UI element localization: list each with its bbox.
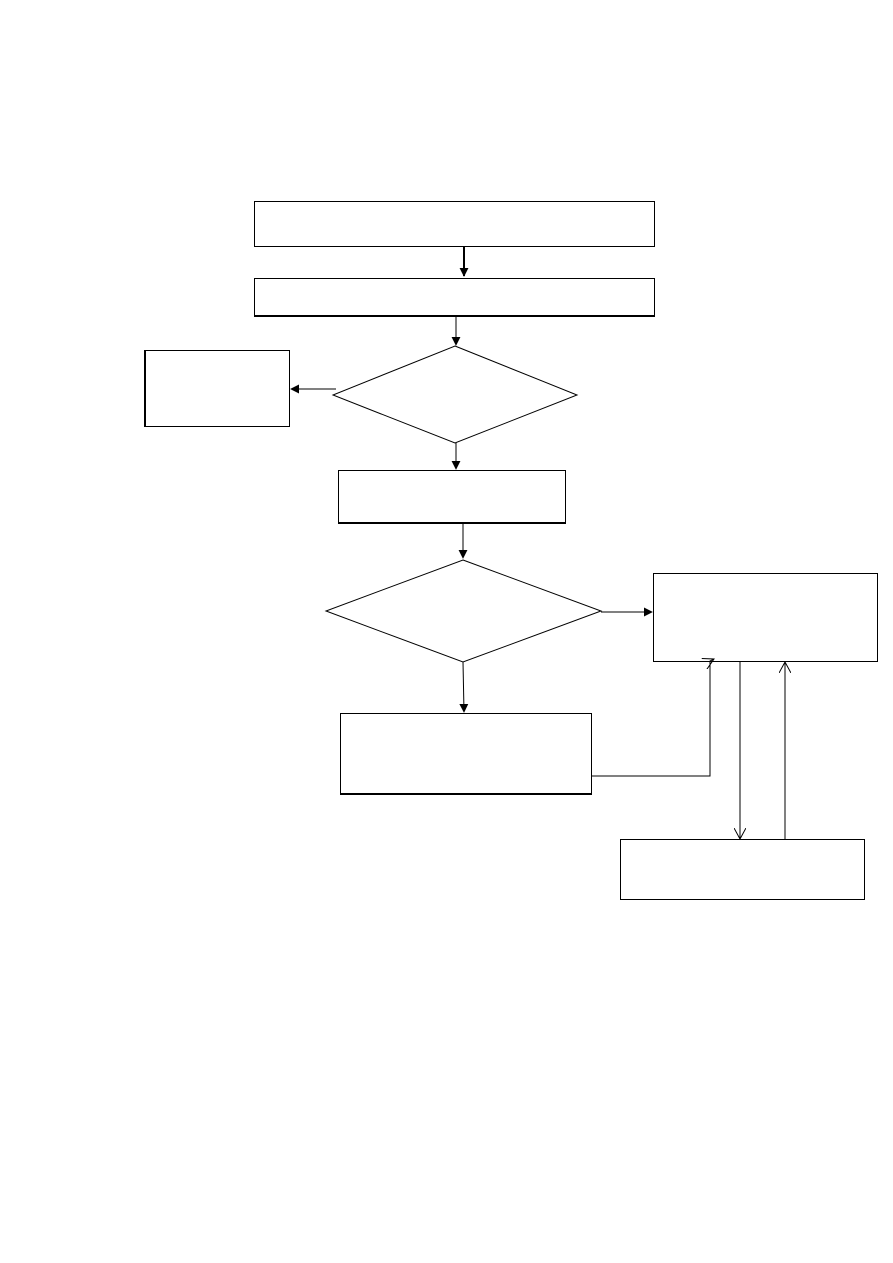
node-decision-2 [324,559,603,663]
node-decision-1 [331,345,579,444]
node-box-bottom-right [620,839,865,900]
node-box-3 [338,470,566,524]
node-box-left [144,350,290,427]
node-box-2 [254,278,655,317]
node-box-1 [254,201,655,247]
node-box-right [653,573,878,662]
node-box-4 [340,713,592,795]
edge-box-4-to-box-right [592,659,714,777]
edge-decision-2-to-box-4 [459,661,469,713]
